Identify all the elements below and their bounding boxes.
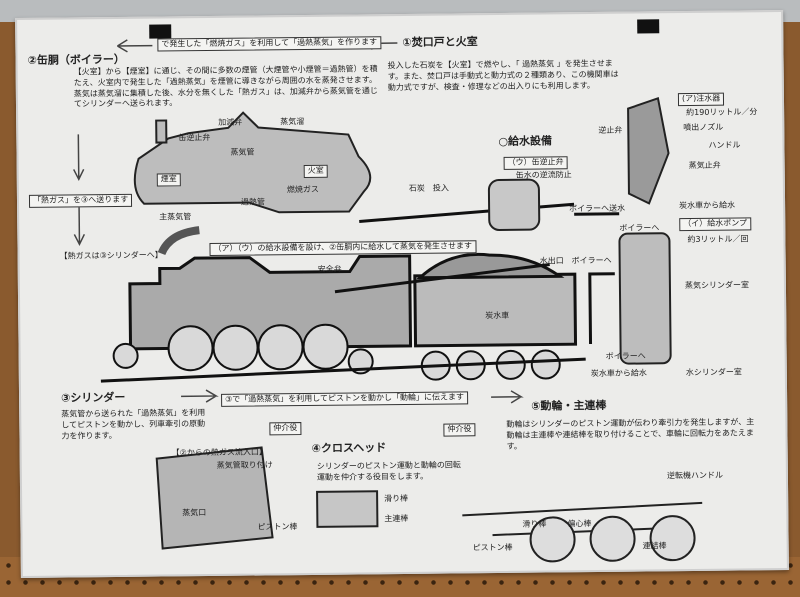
- cylinder-flow: ③で「過熱蒸気」を利用してピストンを動かし「動輪」に伝えます: [221, 391, 469, 407]
- wheels-role: 仲介役: [443, 423, 476, 437]
- cylinder-drawing: [155, 446, 703, 563]
- boiler-text: 【火室】から【煙室】に通じ、その間に多数の煙管（大煙管や小煙管＝過熱管）を積たえ…: [73, 64, 378, 109]
- label: 蒸気シリンダー室: [684, 280, 749, 291]
- label: 過熱管: [240, 197, 266, 207]
- label: ボイラーへ: [605, 351, 646, 361]
- label: 蒸気止弁: [688, 160, 721, 170]
- label: 蒸気溜: [280, 117, 305, 127]
- cylinder-text: 蒸気管から送られた「過熱蒸気」を利用してピストンを動かし、列車牽引の原動力を作り…: [61, 408, 206, 441]
- label: 炭水車から給水: [679, 200, 736, 211]
- wheels-title: ⑤動輪・主連棒: [531, 398, 607, 413]
- label: 逆止弁: [598, 125, 623, 135]
- label: 主連棒: [384, 513, 409, 524]
- locomotive-drawing: [128, 226, 578, 351]
- pegboard: [0, 557, 800, 597]
- label: 偏心棒: [567, 519, 592, 529]
- label: 蒸気管: [230, 147, 255, 157]
- label: 水シリンダー室: [685, 367, 742, 378]
- label: 缶逆止弁: [178, 132, 211, 143]
- pump-label: （イ）給水ポンプ: [679, 217, 752, 231]
- label: 炭水車から給水: [590, 368, 647, 379]
- cylinder-inlet: 【②からの熱ガス流入口】: [171, 447, 267, 458]
- rail: [100, 357, 586, 383]
- wheels-text: 動輪はシリンダーのピストン運動が伝わり牽引力を発生しますが、主動輪は主連棒や連結…: [506, 417, 755, 451]
- label: 蒸気管取り付け: [216, 460, 273, 470]
- check-valve-label: （ウ）缶逆止弁: [503, 156, 568, 170]
- label: 主蒸気管: [159, 212, 192, 222]
- boiler-flow: で発生した「燃焼ガス」を利用して「過熱蒸気」を作ります: [157, 36, 382, 52]
- injector-label: (ア)注水器: [677, 92, 725, 106]
- label: ボイラーへ: [619, 223, 660, 233]
- label: 石炭 投入: [408, 183, 449, 193]
- boiler-drawing: [133, 111, 372, 214]
- pump-rate: 約3リットル／回: [687, 234, 749, 245]
- injector-rate: 約190リットル／分: [686, 107, 758, 118]
- tender-label: 炭水車: [485, 310, 510, 321]
- label: 燃焼ガス: [286, 184, 319, 195]
- info-board: ②缶胴（ボイラー） で発生した「燃焼ガス」を利用して「過熱蒸気」を作ります ①焚…: [15, 9, 789, 579]
- boiler-note-2: 【熱ガスは③シリンダーへ】: [59, 250, 163, 261]
- wheels: [112, 323, 561, 381]
- label: 連結棒: [642, 541, 667, 551]
- crosshead-role: 仲介役: [269, 422, 302, 436]
- safety-valve-label: 安全弁: [317, 264, 342, 274]
- label: 加減弁: [218, 117, 243, 127]
- label: 噴出ノズル: [683, 122, 724, 133]
- boiler-note-1: 「熱ガス」を③へ送ります: [28, 193, 133, 208]
- firebox-title: ①焚口戸と火室: [402, 35, 478, 49]
- label: 火室: [303, 164, 328, 178]
- label: 滑り棒: [384, 493, 409, 504]
- label: ピストン棒: [257, 522, 298, 532]
- label: 煙室: [156, 173, 181, 187]
- crosshead-title: ④クロスヘッド: [311, 441, 387, 455]
- water-title: ○給水設備: [498, 134, 553, 148]
- label: 蒸気口: [182, 508, 207, 518]
- label: ピストン棒: [472, 542, 513, 553]
- label: 逆転機ハンドル: [666, 470, 723, 481]
- injector-drawing: [487, 96, 672, 365]
- crosshead-text: シリンダーのピストン運動と動輪の回転運動を仲介する役目をします。: [316, 460, 461, 482]
- outlet-label: 水出口 ボイラーへ: [539, 255, 612, 266]
- check-valve-desc: 缶水の逆流防止: [515, 170, 572, 180]
- label: 滑り棒: [522, 519, 547, 529]
- firebox-text: 投入した石炭を【火室】で燃やし、「 過熱蒸気 」を発生させます。また、焚口戸は手…: [387, 58, 619, 92]
- cylinder-title: ③シリンダー: [61, 390, 126, 405]
- to-boiler-label: ボイラーへ送水: [569, 203, 626, 214]
- label: ハンドル: [708, 140, 741, 150]
- diagram-drawings: [73, 36, 703, 563]
